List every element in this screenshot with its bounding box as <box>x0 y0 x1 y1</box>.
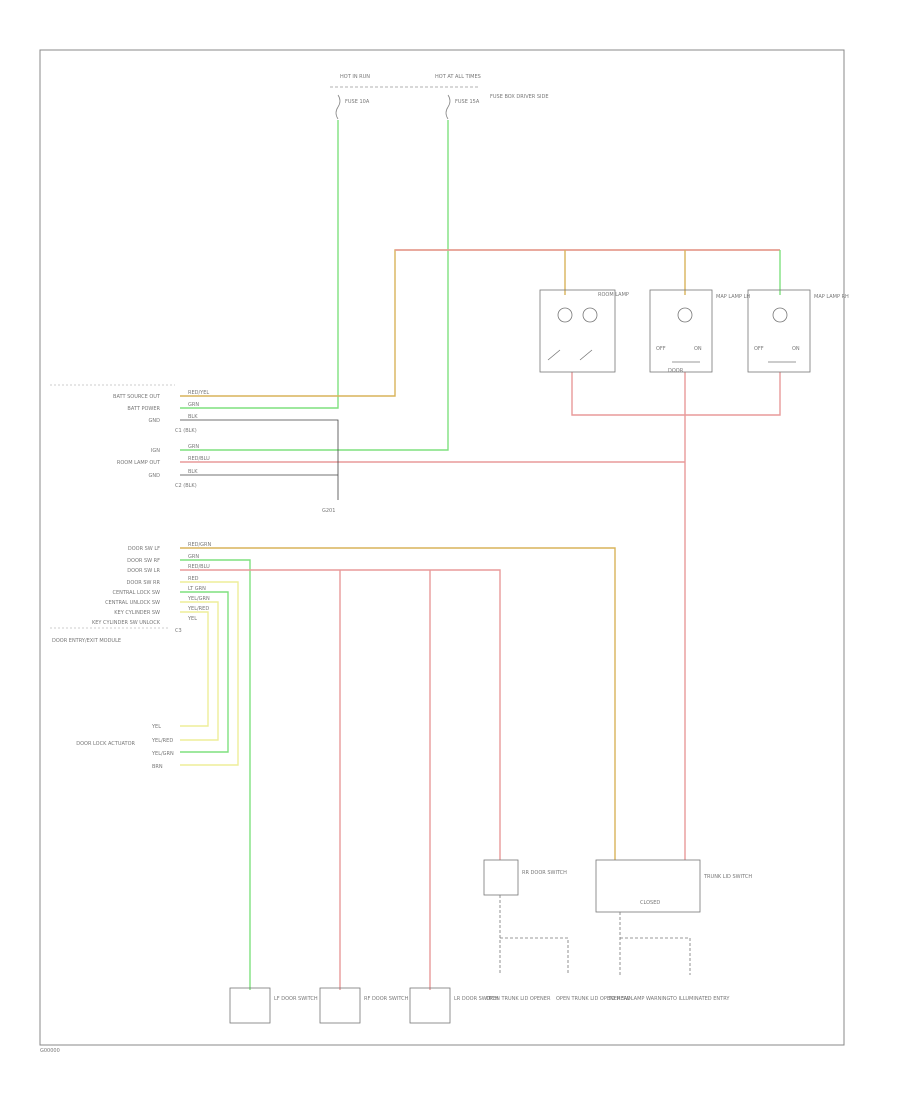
map-lamp-lh-off: OFF <box>656 346 666 352</box>
lr-door-switch-label: LR DOOR SWITCH <box>454 996 498 1002</box>
fuse-right-label: FUSE 15A <box>455 99 480 105</box>
bottom-label-4: TO ILLUMINATED ENTRY <box>669 996 730 1002</box>
pin-label-door-sw-rf: DOOR SW RF <box>127 558 160 564</box>
wire-color-c2-3: BLK <box>188 469 198 475</box>
door-lock-actuator: DOOR LOCK ACTUATOR YEL YEL/RED YEL/GRN B… <box>76 724 174 770</box>
door-lock-pin-1: YEL <box>151 724 161 730</box>
diagram-border <box>39 49 845 1046</box>
lf-door-switch-label: LF DOOR SWITCH <box>274 996 318 1002</box>
lamps <box>539 289 811 373</box>
wire-color-c1-1: RED/YEL <box>188 390 209 396</box>
wire-color-c3-4: RED <box>188 576 199 582</box>
room-lamp-label: ROOM LAMP <box>598 292 629 298</box>
door-lock-pin-4: BRN <box>152 764 163 770</box>
wire-color-c1-2: GRN <box>188 402 199 408</box>
map-lamp-lh-bulb-icon <box>677 307 693 323</box>
pin-label-gnd-2: GND <box>149 473 161 479</box>
wires <box>180 120 781 990</box>
map-lamp-rh-on: ON <box>792 346 800 352</box>
wire-color-c2-2: RED/BLU <box>188 456 210 462</box>
fuse-blocks: HOT IN RUN HOT AT ALL TIMES FUSE 10A FUS… <box>330 74 549 120</box>
pin-label-key-cyl: KEY CYLINDER SW <box>114 610 160 616</box>
wire-color-c3-7: YEL/RED <box>187 606 209 612</box>
door-lock-pin-3: YEL/GRN <box>151 751 174 757</box>
pin-label-key-cyl-unlock: KEY CYLINDER SW UNLOCK <box>92 620 161 626</box>
bottom-branches <box>499 895 691 975</box>
map-lamp-rh-bulb-icon <box>772 307 788 323</box>
fuse-left-label: FUSE 10A <box>345 99 370 105</box>
room-lamp-bulb-icon <box>557 307 573 323</box>
module-connectors: BATT SOURCE OUT BATT POWER GND RED/YEL G… <box>50 384 335 644</box>
wire-color-c3-1: RED/GRN <box>188 542 212 548</box>
door-lock-actuator-label: DOOR LOCK ACTUATOR <box>76 741 135 747</box>
bottom-label-2: OPEN TRUNK LID OPENER SW <box>556 996 630 1002</box>
map-lamp-switch-door: DOOR <box>668 368 684 374</box>
pin-label-door-sw-rr: DOOR SW RR <box>127 580 161 586</box>
trunk-switch-closed: CLOSED <box>640 900 660 906</box>
door-switches <box>229 859 701 1024</box>
wire-color-c3-6: YEL/GRN <box>187 596 210 602</box>
map-lamp-lh-on: ON <box>694 346 702 352</box>
map-lamp-rh-off: OFF <box>754 346 764 352</box>
rf-door-switch-label: RF DOOR SWITCH <box>364 996 409 1002</box>
pin-label-ign: IGN <box>151 448 160 454</box>
pin-label-batt-power: BATT POWER <box>127 406 160 412</box>
rr-door-switch-label: RR DOOR SWITCH <box>522 870 567 876</box>
module-name: DOOR ENTRY/EXIT MODULE <box>52 638 121 644</box>
fuse-block-left-title: HOT IN RUN <box>340 74 370 80</box>
trunk-switch-label: TRUNK LID SWITCH <box>703 874 752 880</box>
wire-color-c1-3: BLK <box>188 414 198 420</box>
footer-code: G00000 <box>40 1048 60 1054</box>
fuse-right-icon <box>445 94 451 120</box>
pin-label-batt-source-out: BATT SOURCE OUT <box>113 394 161 400</box>
map-lamp-right-label: MAP LAMP RH <box>814 294 849 300</box>
pin-label-door-sw-lr: DOOR SW LR <box>127 568 160 574</box>
pin-label-central-unlock: CENTRAL UNLOCK SW <box>105 600 160 606</box>
fuse-block-right-title: HOT AT ALL TIMES <box>435 74 481 80</box>
pin-label-door-sw-lf: DOOR SW LF <box>128 546 160 552</box>
connector-c1-label: C1 (BLK) <box>175 428 197 434</box>
pin-label-gnd-1: GND <box>149 418 161 424</box>
door-lock-pin-2: YEL/RED <box>151 738 173 744</box>
wire-color-c3-3: RED/BLU <box>188 564 210 570</box>
ground-label: G201 <box>322 508 335 514</box>
connector-c2-label: C2 (BLK) <box>175 483 197 489</box>
wire-color-c2-1: GRN <box>188 444 199 450</box>
bottom-label-3: TO HEADLAMP WARNING <box>607 996 671 1002</box>
connector-c3-label: C3 <box>175 628 182 634</box>
fuse-note: FUSE BOX DRIVER SIDE <box>490 94 549 100</box>
pin-label-central-lock: CENTRAL LOCK SW <box>112 590 160 596</box>
pin-label-room-lamp-out: ROOM LAMP OUT <box>117 460 161 466</box>
room-lamp-bulb-2-icon <box>582 307 598 323</box>
fuse-left-icon <box>335 94 341 120</box>
wire-color-c3-8: YEL <box>187 616 197 622</box>
bottom-label-1: OPEN TRUNK LID OPENER <box>486 996 551 1002</box>
wire-color-c3-2: GRN <box>188 554 199 560</box>
map-lamp-left-label: MAP LAMP LH <box>716 294 750 300</box>
wire-color-c3-5: LT GRN <box>188 586 206 592</box>
